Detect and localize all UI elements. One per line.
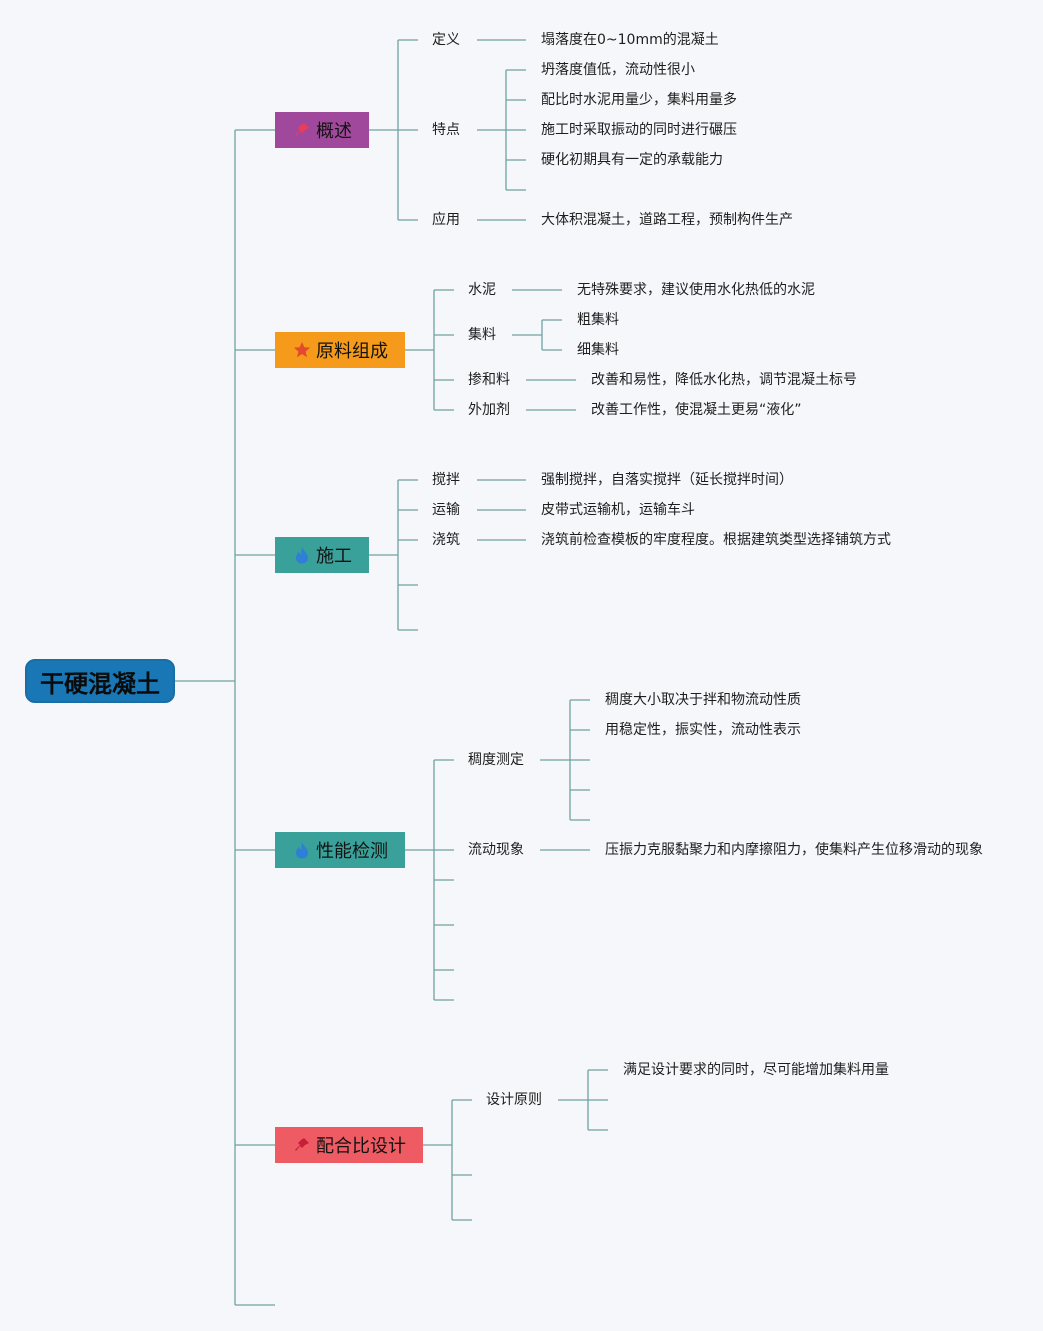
topic-materials[interactable]: 原料组成 <box>275 332 405 368</box>
topic-testing-label: 性能检测 <box>316 841 388 862</box>
construction-transport-text[interactable]: 皮带式运输机，运输车斗 <box>541 502 695 518</box>
topic-construction[interactable]: 施工 <box>275 537 369 573</box>
materials-aggregate-item[interactable]: 粗集料 <box>577 312 619 328</box>
star-icon <box>293 341 311 359</box>
overview-application-text[interactable]: 大体积混凝土，道路工程，预制构件生产 <box>541 212 793 228</box>
materials-admixture-text[interactable]: 改善和易性，降低水化热，调节混凝土标号 <box>591 372 857 388</box>
construction-transport-label[interactable]: 运输 <box>432 502 460 518</box>
overview-feature-item[interactable]: 配比时水泥用量少，集料用量多 <box>541 92 737 108</box>
overview-feature-item[interactable]: 硬化初期具有一定的承载能力 <box>541 152 723 168</box>
overview-definition-text[interactable]: 塌落度在0~10mm的混凝土 <box>541 32 719 48</box>
materials-aggregate-label[interactable]: 集料 <box>468 327 496 343</box>
flame-icon <box>293 546 311 564</box>
materials-additive-label[interactable]: 外加剂 <box>468 402 510 418</box>
overview-features-label[interactable]: 特点 <box>432 122 460 138</box>
testing-flow-label[interactable]: 流动现象 <box>468 842 524 858</box>
materials-admixture-label[interactable]: 掺和料 <box>468 372 510 388</box>
flame-icon <box>293 841 311 859</box>
topic-overview-label: 概述 <box>316 121 352 142</box>
testing-consistency-item[interactable]: 稠度大小取决于拌和物流动性质 <box>605 692 801 708</box>
testing-flow-text[interactable]: 压振力克服黏聚力和内摩擦阻力，使集料产生位移滑动的现象 <box>605 842 983 858</box>
materials-aggregate-item[interactable]: 细集料 <box>577 342 619 358</box>
overview-definition-label[interactable]: 定义 <box>432 32 460 48</box>
root-node[interactable]: 干硬混凝土 <box>25 659 175 703</box>
pushpin-icon <box>293 121 311 139</box>
topic-construction-label: 施工 <box>316 546 352 567</box>
testing-consistency-item[interactable]: 用稳定性，振实性，流动性表示 <box>605 722 801 738</box>
topic-mix-design-label: 配合比设计 <box>316 1136 406 1157</box>
topic-testing[interactable]: 性能检测 <box>275 832 405 868</box>
materials-additive-text[interactable]: 改善工作性，使混凝土更易“液化” <box>591 402 802 418</box>
testing-consistency-label[interactable]: 稠度测定 <box>468 752 524 768</box>
construction-mixing-label[interactable]: 搅拌 <box>432 472 460 488</box>
overview-application-label[interactable]: 应用 <box>432 212 460 228</box>
construction-pouring-label[interactable]: 浇筑 <box>432 532 460 548</box>
materials-cement-text[interactable]: 无特殊要求，建议使用水化热低的水泥 <box>577 282 815 298</box>
topic-overview[interactable]: 概述 <box>275 112 369 148</box>
overview-feature-item[interactable]: 坍落度值低，流动性很小 <box>541 62 695 78</box>
construction-pouring-text[interactable]: 浇筑前检查模板的牢度程度。根据建筑类型选择铺筑方式 <box>541 532 891 548</box>
topic-materials-label: 原料组成 <box>316 341 388 362</box>
mix-principle-label[interactable]: 设计原则 <box>486 1092 542 1108</box>
topic-mix-design[interactable]: 配合比设计 <box>275 1127 423 1163</box>
pushpin-icon <box>293 1136 311 1154</box>
overview-feature-item[interactable]: 施工时采取振动的同时进行碾压 <box>541 122 737 138</box>
mix-principle-item[interactable]: 满足设计要求的同时，尽可能增加集料用量 <box>623 1062 889 1078</box>
materials-cement-label[interactable]: 水泥 <box>468 282 496 298</box>
construction-mixing-text[interactable]: 强制搅拌，自落实搅拌（延长搅拌时间） <box>541 472 793 488</box>
